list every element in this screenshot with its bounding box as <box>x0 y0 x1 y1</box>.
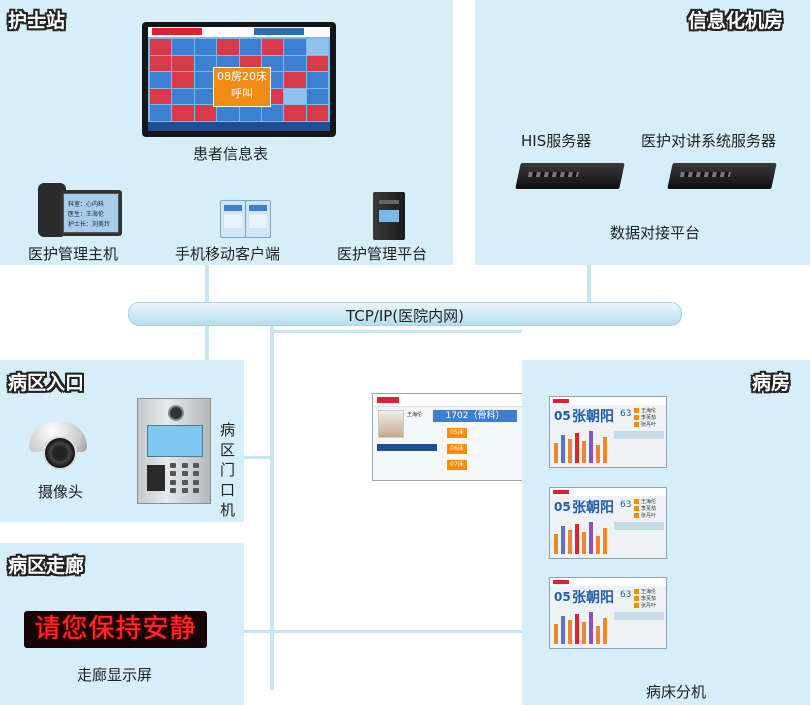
panel-it-room <box>475 0 810 265</box>
bed-row: 05床 <box>447 428 467 438</box>
door-unit-device <box>137 398 211 504</box>
care-platform-label: 医护管理平台 <box>337 245 428 263</box>
mobile-icon <box>245 200 271 238</box>
patient-board-label: 患者信息表 <box>193 145 269 163</box>
door-camera-icon <box>168 405 184 421</box>
staff-list: 王海伦 李芙茄 张丹叶 <box>634 499 664 520</box>
data-platform-label: 数据对接平台 <box>610 224 701 242</box>
link-trunk-corridor <box>244 630 522 633</box>
room-number: 1702（骨科） <box>433 410 517 422</box>
bed-unit: 05 张朝阳 63 王海伦 李芙茄 张丹叶 <box>549 577 667 649</box>
bed-row: 07床 <box>447 460 467 470</box>
patient-age: 63 <box>620 590 632 600</box>
network-bus: TCP/IP(医院内网) <box>128 302 682 326</box>
patient-name: 张朝阳 <box>572 409 614 425</box>
door-unit-label: 病区门口机 <box>220 421 236 519</box>
corridor-led-display: 请您保持安静 <box>24 611 207 648</box>
patient-board-screen: 08房20床 呼叫 <box>148 27 330 131</box>
card-reader-icon <box>147 465 165 491</box>
camera-label: 摄像头 <box>38 483 84 501</box>
his-server-label: HIS服务器 <box>521 132 592 150</box>
bed-unit-label: 病床分机 <box>646 683 707 701</box>
bed-number: 05 <box>554 409 571 423</box>
call-callout: 08房20床 呼叫 <box>213 67 271 107</box>
link-trunk-ward <box>272 330 522 333</box>
bed-unit: 05 张朝阳 63 王海伦 李芙茄 张丹叶 <box>549 396 667 468</box>
keypad-icon <box>170 463 202 493</box>
patient-name: 张朝阳 <box>572 590 614 606</box>
link-bus-entrance <box>205 324 209 360</box>
staff-list: 王海伦 李芙茄 张丹叶 <box>634 589 664 610</box>
bed-unit: 05 张朝阳 63 王海伦 李芙茄 张丹叶 <box>549 487 667 559</box>
staff-list: 王海伦 李芙茄 张丹叶 <box>634 408 664 429</box>
ward-title: 病房 <box>752 372 791 394</box>
ward-entrance-title: 病区入口 <box>8 372 85 394</box>
link-trunk <box>270 324 274 690</box>
bed-row: 06床 <box>447 444 467 454</box>
doctor-name: 王海伦 <box>407 412 423 418</box>
network-label: TCP/IP(医院内网) <box>345 307 465 325</box>
doctor-photo <box>378 410 404 438</box>
mobile-client-label: 手机移动客户端 <box>175 245 281 263</box>
corridor-title: 病区走廊 <box>8 555 85 577</box>
mobile-icon <box>220 200 246 238</box>
care-host-screen: 科室：心内科 医生：王海伦 护士长：刘美玲 <box>63 193 119 233</box>
bed-number: 05 <box>554 500 571 514</box>
pc-tower-icon <box>373 192 405 240</box>
corridor-display-label: 走廊显示屏 <box>77 666 153 684</box>
patient-age: 63 <box>620 500 632 510</box>
it-room-title: 信息化机房 <box>688 10 784 32</box>
care-host-label: 医护管理主机 <box>28 245 119 263</box>
camera-icon <box>29 422 87 470</box>
patient-name: 张朝阳 <box>572 500 614 516</box>
nurse-station-title: 护士站 <box>8 10 66 32</box>
door-unit-screen <box>147 425 203 457</box>
ward-door-terminal: 王海伦 1702（骨科） 05床 06床 07床 <box>372 393 523 481</box>
link-trunk-entrance <box>244 456 272 459</box>
patient-age: 63 <box>620 409 632 419</box>
patient-board-monitor: 08房20床 呼叫 <box>142 22 336 137</box>
intercom-server-icon <box>667 163 777 189</box>
his-server-icon <box>515 163 625 189</box>
link-it-bus <box>587 265 591 302</box>
intercom-server-label: 医护对讲系统服务器 <box>641 132 777 150</box>
link-nurse-bus <box>205 265 209 302</box>
bed-number: 05 <box>554 590 571 604</box>
